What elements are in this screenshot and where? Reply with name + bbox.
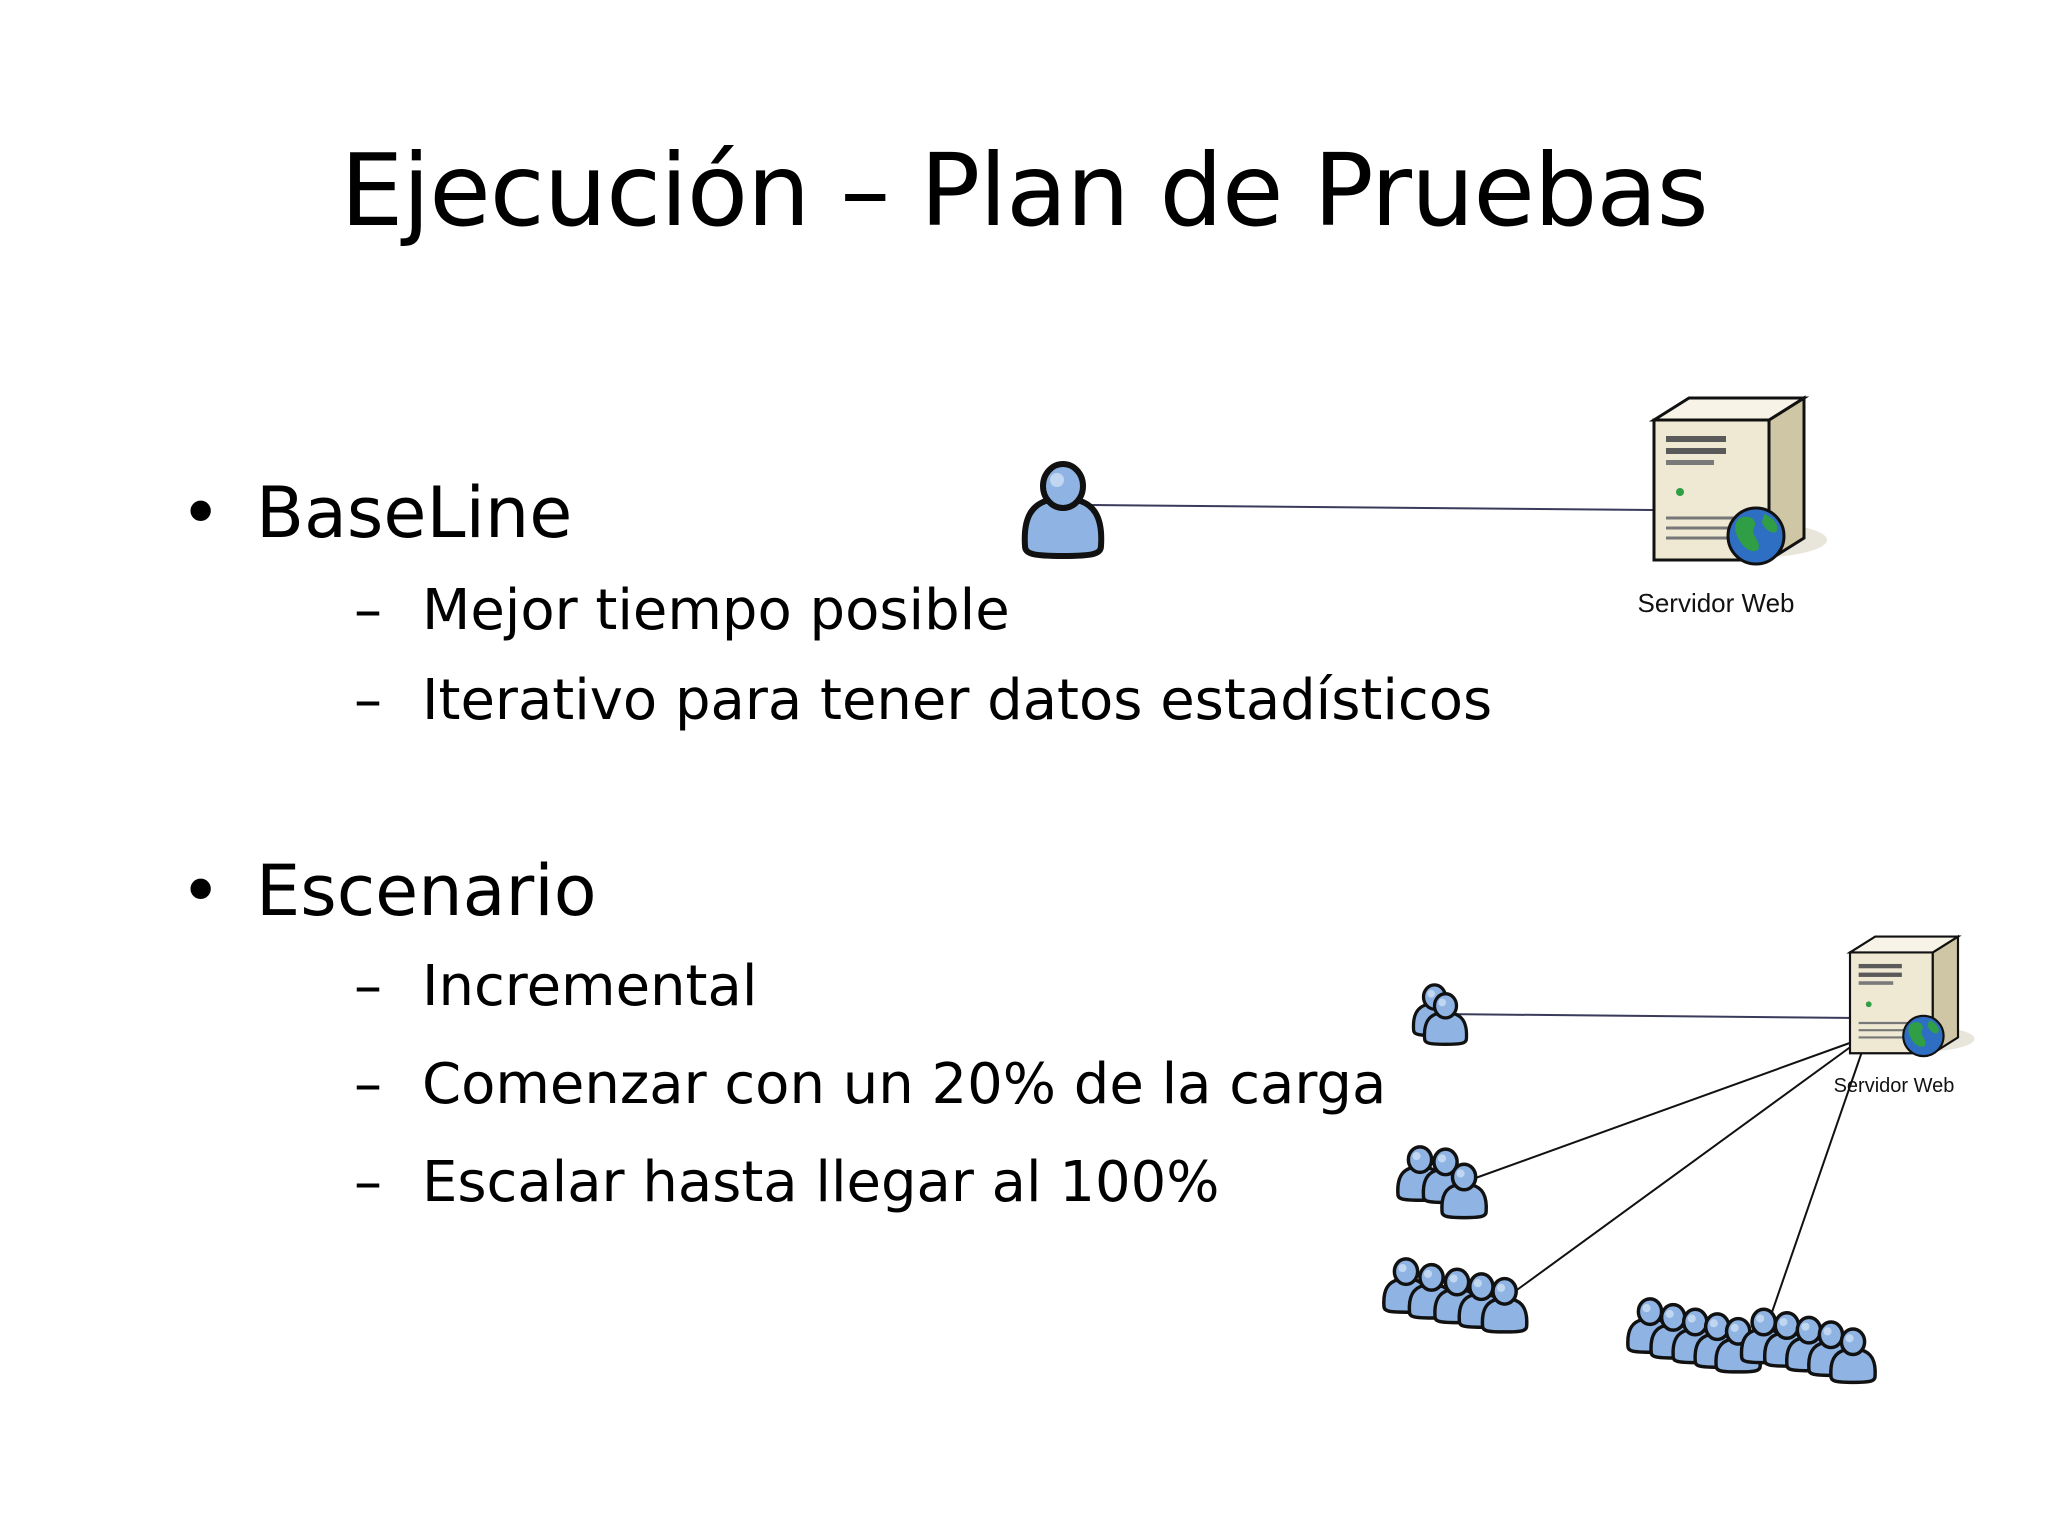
sub-dash: – (354, 578, 382, 643)
sub-item-text: Escalar hasta llegar al 100% (422, 1150, 1220, 1215)
sub-dash: – (354, 1052, 382, 1117)
user-group-10 (1626, 1297, 1877, 1385)
sub-item-iterativo: – Iterativo para tener datos estadístico… (354, 666, 1493, 736)
sub-item-incremental: – Incremental (354, 952, 758, 1022)
sub-item-text: Incremental (422, 954, 758, 1019)
connector-line (1509, 1039, 1861, 1296)
bullet-dot: • (180, 850, 222, 932)
bullet-escenario: • Escenario (180, 848, 597, 934)
server-label: Servidor Web (1834, 1075, 1955, 1097)
sub-item-text: Iterativo para tener datos estadísticos (422, 668, 1493, 733)
escenario-diagram: Servidor Web (1382, 935, 1976, 1385)
user-group-3 (1396, 1145, 1489, 1220)
web-server-icon (1848, 935, 1976, 1058)
user-icon (1025, 464, 1102, 556)
server-label: Servidor Web (1637, 588, 1794, 618)
sub-item-text: Comenzar con un 20% de la carga (422, 1052, 1387, 1117)
baseline-diagram: Servidor Web (1025, 396, 1829, 618)
sub-item-mejor-tiempo: – Mejor tiempo posible (354, 576, 1010, 646)
bullet-escenario-label: Escenario (256, 850, 597, 932)
sub-item-text: Mejor tiempo posible (422, 578, 1010, 643)
connector-line (1769, 1039, 1867, 1319)
user-group-5 (1382, 1257, 1529, 1334)
bullet-baseline-label: BaseLine (256, 472, 573, 554)
sub-item-escalar: – Escalar hasta llegar al 100% (354, 1148, 1220, 1218)
sub-item-comenzar: – Comenzar con un 20% de la carga (354, 1050, 1387, 1120)
connector-line (1089, 504, 1656, 511)
connector-line (1469, 1039, 1859, 1181)
user-group-2 (1411, 983, 1469, 1046)
bullet-dot: • (180, 472, 222, 554)
connector-line (1439, 1013, 1859, 1019)
sub-dash: – (354, 954, 382, 1019)
sub-dash: – (354, 668, 382, 733)
bullet-baseline: • BaseLine (180, 470, 573, 556)
slide-title: Ejecución – Plan de Pruebas (340, 132, 1708, 249)
web-server-icon (1652, 396, 1829, 566)
sub-dash: – (354, 1150, 382, 1215)
